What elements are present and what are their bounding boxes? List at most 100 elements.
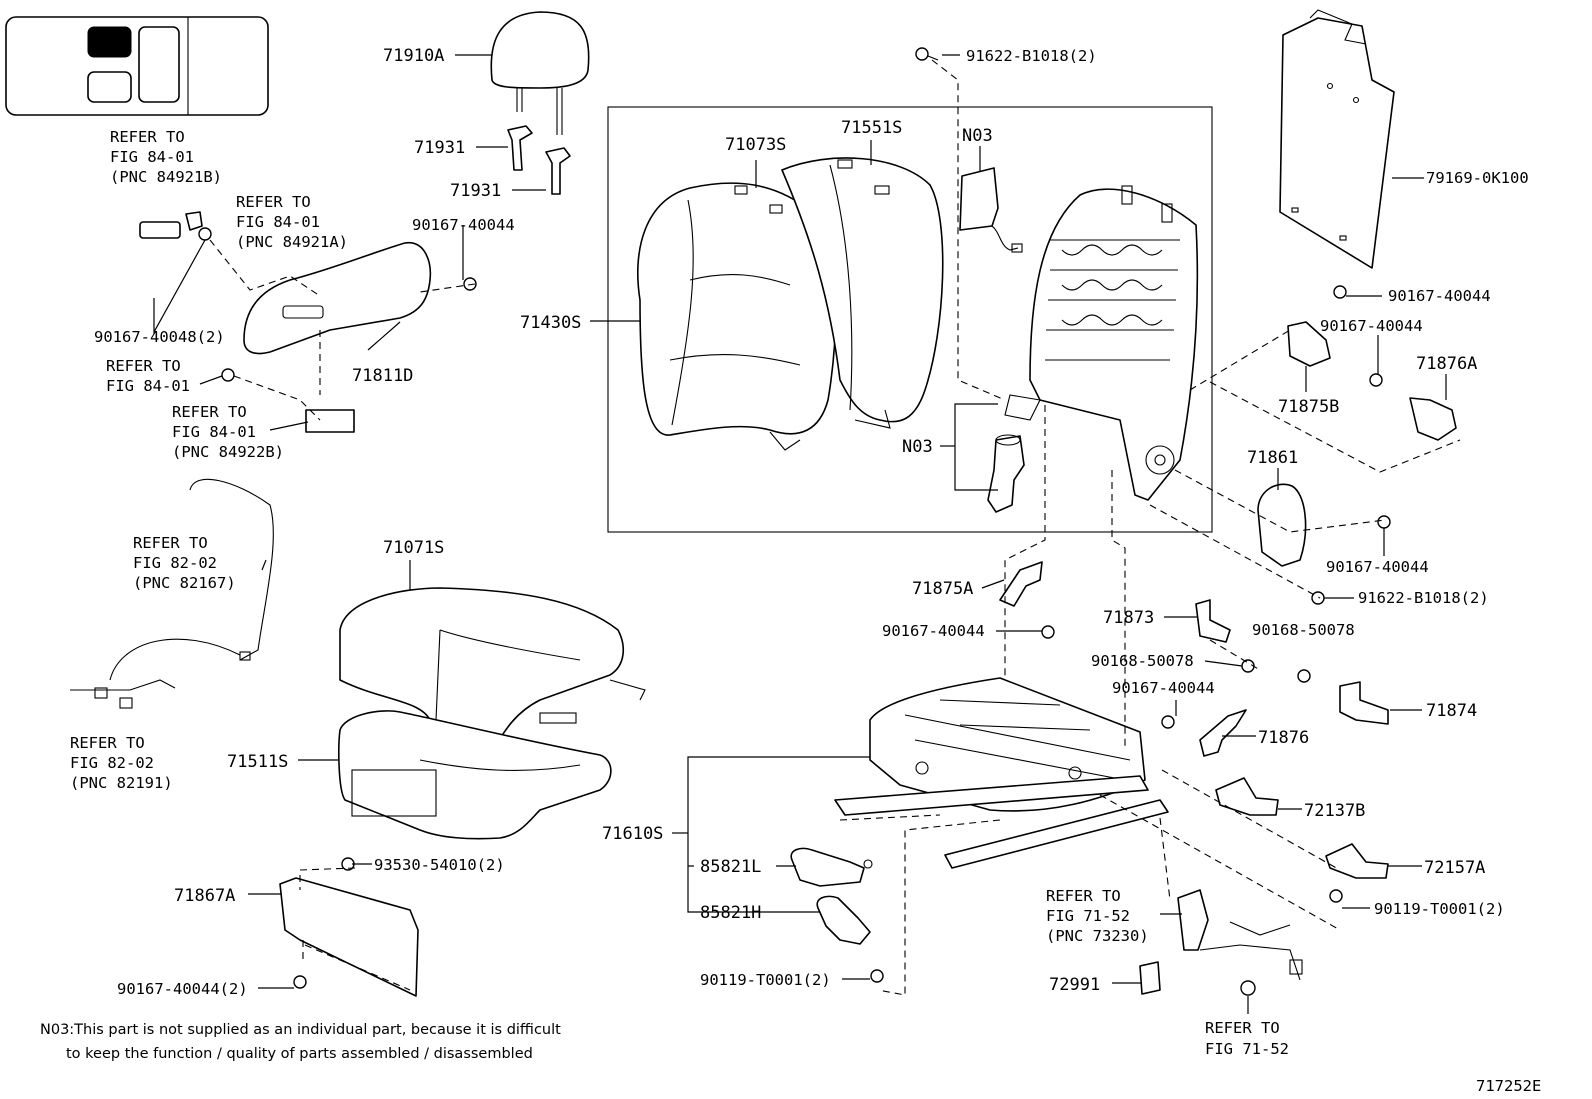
motor-85821H bbox=[816, 895, 871, 945]
label-71430S: 71430S bbox=[520, 313, 581, 333]
label-71071S: 71071S bbox=[383, 538, 444, 558]
bolt-set bbox=[198, 227, 1391, 989]
cover-71861 bbox=[1257, 483, 1307, 567]
nut-fig71-52 bbox=[1240, 980, 1256, 996]
seatback-frame bbox=[1004, 185, 1199, 501]
label-90167-40044: 90167-40044 bbox=[1326, 558, 1429, 576]
label-N03: N03 bbox=[902, 437, 933, 457]
label-79169-0K100: 79169-0K100 bbox=[1426, 169, 1529, 187]
motor-85821L bbox=[790, 847, 873, 887]
label-N03: N03 bbox=[962, 126, 993, 146]
headrest-guide-1 bbox=[507, 125, 533, 171]
label-90119-T0001: 90119-T0001(2) bbox=[1374, 900, 1505, 918]
refer-note-line: (PNC 84921B) bbox=[110, 168, 222, 186]
bolt-91622-top bbox=[915, 47, 939, 61]
label-71811D: 71811D bbox=[352, 366, 413, 386]
refer-note-line: (PNC 73230) bbox=[1046, 927, 1149, 945]
label-85821L: 85821L bbox=[700, 857, 761, 877]
label-71875B: 71875B bbox=[1278, 397, 1339, 417]
refer-note-line: REFER TO bbox=[172, 403, 247, 421]
footnote-line-1: N03:This part is not supplied as an indi… bbox=[40, 1022, 561, 1038]
recliner-motor bbox=[987, 434, 1025, 513]
label-72991: 72991 bbox=[1049, 975, 1100, 995]
label-90168-50078: 90168-50078 bbox=[1252, 621, 1355, 639]
label-90167-40044: 90167-40044 bbox=[1320, 317, 1423, 335]
refer-note-line: FIG 84-01 bbox=[172, 423, 256, 441]
refer-note-line: REFER TO bbox=[70, 734, 145, 752]
label-90119-T0001: 90119-T0001(2) bbox=[700, 971, 831, 989]
bracket-71874 bbox=[1339, 681, 1389, 725]
leader-lines bbox=[153, 54, 1447, 1014]
label-71551S: 71551S bbox=[841, 118, 902, 138]
label-71610S: 71610S bbox=[602, 824, 663, 844]
label-71876: 71876 bbox=[1258, 728, 1309, 748]
cover-72991 bbox=[1139, 961, 1161, 995]
cushion-shield-71867A bbox=[279, 877, 419, 997]
label-90167-40044: 90167-40044 bbox=[882, 622, 985, 640]
label-91622-B1018: 91622-B1018(2) bbox=[966, 47, 1097, 65]
bracket-71876 bbox=[1199, 709, 1247, 757]
label-71867A: 71867A bbox=[174, 886, 235, 906]
refer-note-line: (PNC 84921A) bbox=[236, 233, 348, 251]
label-71875A: 71875A bbox=[912, 579, 973, 599]
part-labels: 71910A 71931 71931 91622-B1018(2) N03 71… bbox=[94, 46, 1529, 998]
buckle-73230 bbox=[1177, 889, 1303, 981]
label-91622-B1018: 91622-B1018(2) bbox=[1358, 589, 1489, 607]
bracket-71875B bbox=[1287, 321, 1331, 367]
cover-72157A bbox=[1325, 843, 1389, 879]
refer-note-line: REFER TO bbox=[110, 128, 185, 146]
footnote-line-2: to keep the function / quality of parts … bbox=[66, 1046, 533, 1062]
label-90167-40044: 90167-40044(2) bbox=[117, 980, 248, 998]
refer-note-line: FIG 82-02 bbox=[70, 754, 154, 772]
bracket-71875A bbox=[999, 561, 1043, 607]
refer-note-line: REFER TO bbox=[236, 193, 311, 211]
label-71511S: 71511S bbox=[227, 752, 288, 772]
refer-notes: REFER TO FIG 84-01 (PNC 84921B) REFER TO… bbox=[70, 128, 1289, 1058]
label-71931: 71931 bbox=[450, 181, 501, 201]
wire-harness-82167 bbox=[70, 478, 274, 709]
label-93530-54010: 93530-54010(2) bbox=[374, 856, 505, 874]
refer-note-line: REFER TO bbox=[1046, 887, 1121, 905]
seatback-cover-71073S bbox=[637, 182, 837, 451]
refer-note-line: (PNC 82167) bbox=[133, 574, 236, 592]
seatback-board bbox=[1279, 9, 1395, 269]
seatback-pad-71551S bbox=[781, 157, 944, 429]
label-85821H: 85821H bbox=[700, 903, 761, 923]
label-71861: 71861 bbox=[1247, 448, 1298, 468]
seat-cushion-pad-71511S bbox=[338, 710, 612, 840]
label-72157A: 72157A bbox=[1424, 858, 1485, 878]
label-71931: 71931 bbox=[414, 138, 465, 158]
side-airbag-module bbox=[959, 167, 1023, 253]
bracket-71873 bbox=[1195, 599, 1231, 643]
label-90168-50078: 90168-50078 bbox=[1091, 652, 1194, 670]
diagram-id: 717252E bbox=[1476, 1077, 1541, 1095]
seat-locator-icon bbox=[5, 16, 269, 116]
headrest bbox=[490, 11, 590, 135]
label-71876A: 71876A bbox=[1416, 354, 1477, 374]
label-90167-40044: 90167-40044 bbox=[1112, 679, 1215, 697]
assembly-dashed-lines bbox=[209, 59, 1461, 996]
side-shield-71811D bbox=[139, 211, 432, 433]
bracket-71876A bbox=[1409, 397, 1457, 441]
cover-72137B bbox=[1215, 777, 1279, 816]
refer-note-line: FIG 82-02 bbox=[133, 554, 217, 572]
label-90167-40044: 90167-40044 bbox=[1388, 287, 1491, 305]
label-90167-40048: 90167-40048(2) bbox=[94, 328, 225, 346]
seatback-group-frame bbox=[607, 106, 1213, 533]
refer-note-line: FIG 71-52 bbox=[1205, 1040, 1289, 1058]
refer-note-line: REFER TO bbox=[1205, 1019, 1280, 1037]
refer-note-line: FIG 71-52 bbox=[1046, 907, 1130, 925]
label-90167-40044: 90167-40044 bbox=[412, 216, 515, 234]
refer-note-line: (PNC 82191) bbox=[70, 774, 173, 792]
seat-cushion-frame-71610S bbox=[834, 677, 1169, 869]
refer-note-line: FIG 84-01 bbox=[106, 377, 190, 395]
refer-note-line: FIG 84-01 bbox=[110, 148, 194, 166]
label-72137B: 72137B bbox=[1304, 801, 1365, 821]
headrest-guide-2 bbox=[545, 147, 571, 195]
label-71073S: 71073S bbox=[725, 135, 786, 155]
refer-note-line: FIG 84-01 bbox=[236, 213, 320, 231]
label-71910A: 71910A bbox=[383, 46, 444, 66]
label-71874: 71874 bbox=[1426, 701, 1477, 721]
